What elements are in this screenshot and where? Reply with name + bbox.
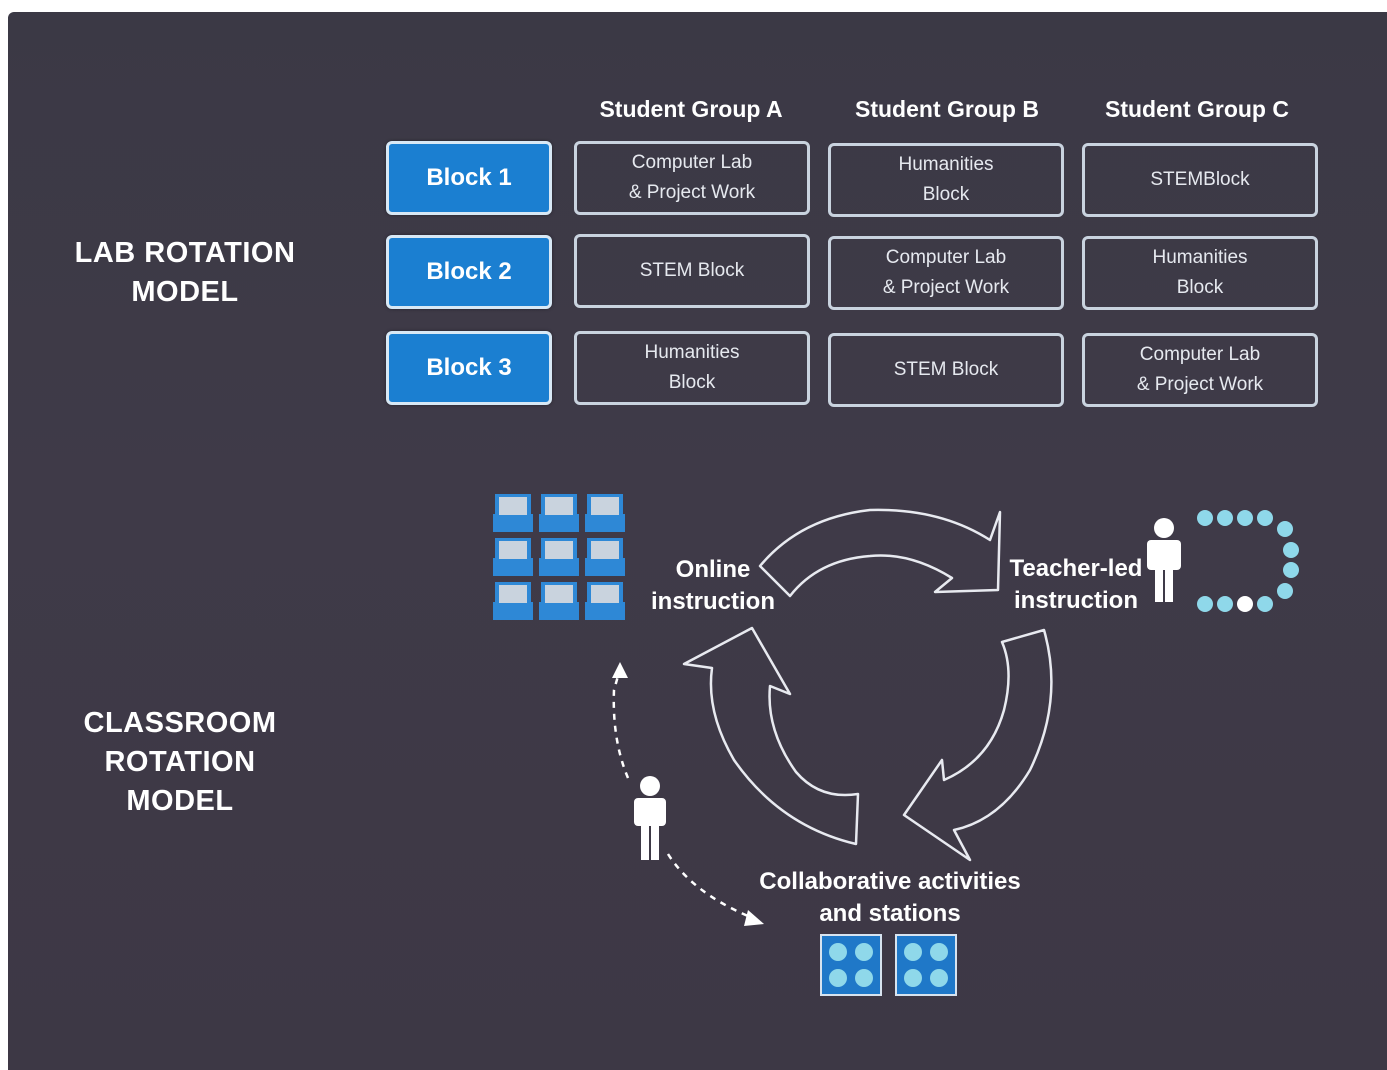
collaborative-label: Collaborative activities and stations: [759, 868, 1021, 927]
cell-block1-group-c: STEMBlock: [1082, 143, 1318, 217]
teacher-led-label: Teacher-led instruction: [1009, 555, 1143, 614]
block-3-button[interactable]: Block 3: [386, 331, 552, 405]
block-2-button[interactable]: Block 2: [386, 235, 552, 309]
cell-block2-group-b: Computer Lab & Project Work: [828, 236, 1064, 310]
cell-block1-group-b: Humanities Block: [828, 143, 1064, 217]
lab-rotation-title: LAB ROTATION MODEL: [74, 237, 296, 308]
classroom-rotation-title: CLASSROOM ROTATION MODEL: [83, 707, 277, 817]
group-b-header: Student Group B: [855, 96, 1039, 122]
online-instruction-label: Online instruction: [651, 556, 775, 615]
group-c-header: Student Group C: [1105, 96, 1289, 122]
cell-block3-group-b: STEM Block: [828, 333, 1064, 407]
cell-block1-group-a: Computer Lab & Project Work: [574, 141, 810, 215]
cell-block2-group-a: STEM Block: [574, 234, 810, 308]
cell-block3-group-a: Humanities Block: [574, 331, 810, 405]
block-1-button[interactable]: Block 1: [386, 141, 552, 215]
cell-block3-group-c: Computer Lab & Project Work: [1082, 333, 1318, 407]
cell-block2-group-c: Humanities Block: [1082, 236, 1318, 310]
group-a-header: Student Group A: [599, 96, 783, 122]
